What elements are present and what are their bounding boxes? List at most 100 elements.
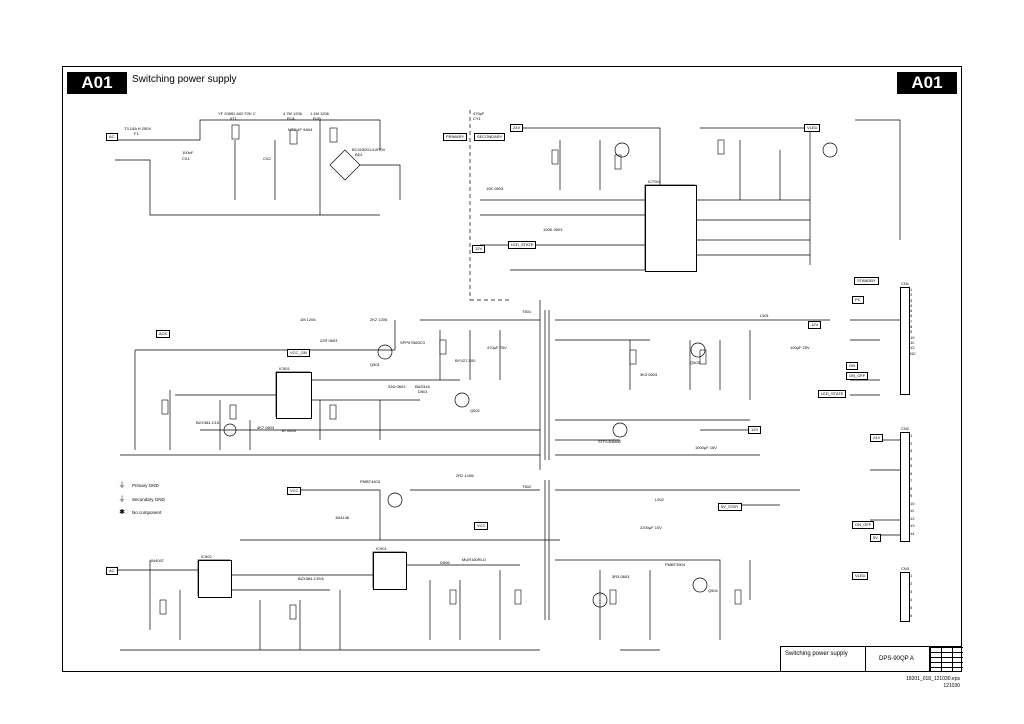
sheet-id-left: A01 — [67, 72, 127, 94]
net-tag-led-state: LED_STATE — [818, 390, 847, 398]
ic-standby-right: IC901 — [373, 546, 407, 590]
cap-ref: CX1 — [182, 156, 190, 161]
zener-label: BZX384-C5V6 — [298, 576, 324, 581]
resistor-label: 2K2 1206 — [370, 317, 388, 322]
diode-ref: D501 — [418, 389, 428, 394]
diode-label: BYV27-200 — [455, 358, 476, 363]
fuse-ref: F1 — [134, 131, 139, 136]
transistor-ref: Q501 — [370, 362, 380, 367]
net-tag-24v: 24V — [510, 124, 524, 132]
net-tag-ac: AC — [106, 133, 118, 141]
bridge-ref: BD1 — [355, 152, 363, 157]
transistor-label: PMBT4403 — [360, 479, 381, 484]
resistor-label: 3R3 0603 — [612, 574, 630, 579]
cap-label: 1000µF 16V — [695, 445, 717, 450]
net-tag-secondary: SECONDARY — [474, 133, 506, 141]
ic-pwm: IC501 — [276, 366, 312, 419]
diode-label: 1N4007 — [150, 558, 165, 563]
mosfet-label: SPP07N60C3 — [400, 340, 425, 345]
legend-item: ✱ No component — [119, 509, 162, 516]
net-tag-on: ON — [846, 362, 858, 370]
net-tag-5v: 5V — [870, 534, 881, 542]
resistor-label: 33Ω 0603 — [388, 384, 406, 389]
net-tag-12v: 12V — [808, 321, 822, 329]
connector-cn3: CN3 — [900, 566, 910, 622]
net-tag-ack: ACK — [156, 330, 171, 338]
net-tag-24v: 24V — [870, 434, 884, 442]
diode-label: 1N4148 — [335, 515, 350, 520]
diode-ref: D506 — [440, 560, 450, 565]
filter-label: YF 20892 A02 F2K C — [218, 111, 256, 116]
title-block-divider — [865, 647, 866, 672]
cap-label: 100µF 25V — [790, 345, 810, 350]
transistor-ref: Q502 — [470, 408, 480, 413]
inductor-ref: L501 — [760, 313, 769, 318]
diode-label: BAS316 — [415, 384, 430, 389]
legend-item: ⏚ Primary GND — [118, 482, 159, 489]
transformer-ref: T502 — [522, 484, 532, 489]
connector-cn2: CN2 — [900, 426, 910, 542]
net-tag-vcc: VCC — [287, 487, 302, 495]
file-info: 18201_018_121030.eps 121030 — [906, 676, 960, 689]
page-title: Switching power supply — [132, 74, 237, 85]
net-tag-vled: VLED — [852, 572, 869, 580]
cap-label: 470pF — [473, 111, 485, 116]
drawing-frame — [62, 66, 962, 672]
transistor-label: PMBT3904 — [665, 562, 686, 567]
bridge-label: BC4150GL4-BT04 — [352, 147, 385, 152]
resistor-label: 3K3 0603 — [640, 372, 658, 377]
net-tag-on-off: ON_OFF — [852, 521, 875, 529]
resistor-label: 1M 1206 — [300, 317, 316, 322]
resistor-label: 1.1M 1206 — [310, 111, 329, 116]
legend-item: ⏚ Secondary GND — [118, 496, 165, 503]
net-tag-standby: STANDBY — [854, 277, 879, 285]
no-component-icon: ✱ — [119, 509, 125, 516]
net-tag-vled: VLED — [804, 124, 821, 132]
title-block: Switching power supply DPS-90QP A — [780, 646, 963, 672]
transistor-ref: Q503 — [690, 360, 700, 365]
net-tag-12v: 12V — [748, 426, 762, 434]
resistor-label: 4.7M 1206 — [283, 111, 302, 116]
ic-controller: IC7001 — [645, 179, 697, 272]
transistor-ref: Q504 — [708, 588, 718, 593]
cap-label: 470µF 25V — [487, 345, 507, 350]
net-tag-12v: 12V — [472, 245, 486, 253]
inductor-ref: L502 — [655, 497, 664, 502]
cap-ref: CX2 — [263, 156, 271, 161]
ic-standby-left: IC902 — [198, 554, 232, 598]
mosfet-label: STP13NM60 — [598, 439, 621, 444]
secondary-gnd-icon: ⏚ — [118, 496, 126, 503]
cap-label: 100nF — [182, 150, 194, 155]
net-tag-vcc: VCC — [474, 522, 489, 530]
transformer-ref: T501 — [522, 309, 532, 314]
resistor-ref: R1B — [313, 116, 321, 121]
title-block-code: DPS-90QP A — [879, 656, 914, 662]
net-tag-primary: PRIMARY — [443, 133, 468, 141]
resistor-label: 4K7 0603 — [257, 425, 275, 430]
sheet-id-right: A01 — [897, 72, 957, 94]
title-block-grid — [929, 647, 963, 672]
net-tag-5v-stby: 5V_STBY — [718, 503, 742, 511]
ntc-label: NTC 1F 9A04 — [288, 127, 313, 132]
zener-label: BZX384-C15 — [196, 420, 220, 425]
net-tag-led-state: LED_STATE — [508, 241, 537, 249]
title-block-name: Switching power supply — [785, 651, 848, 657]
net-tag-vcc-on: VCC_ON — [287, 349, 310, 357]
net-tag-pc: PC — [852, 296, 864, 304]
resistor-label: 100K 0603 — [543, 227, 563, 232]
cap-ref: CY1 — [473, 116, 481, 121]
net-tag-on-off: ON_OFF — [846, 372, 869, 380]
resistor-ref: R1A — [287, 116, 295, 121]
resistor-label: 2R2 1/4W — [456, 473, 474, 478]
cap-label: 2200µF 10V — [640, 525, 662, 530]
filter-ref: 5T1 — [230, 116, 237, 121]
connector-cn1: CN1 — [900, 281, 910, 395]
net-tag-ac: AC — [106, 567, 118, 575]
resistor-label: 1K 0603 — [281, 428, 296, 433]
diode-label: MUR160RLG — [462, 557, 487, 562]
primary-gnd-icon: ⏚ — [118, 482, 126, 489]
